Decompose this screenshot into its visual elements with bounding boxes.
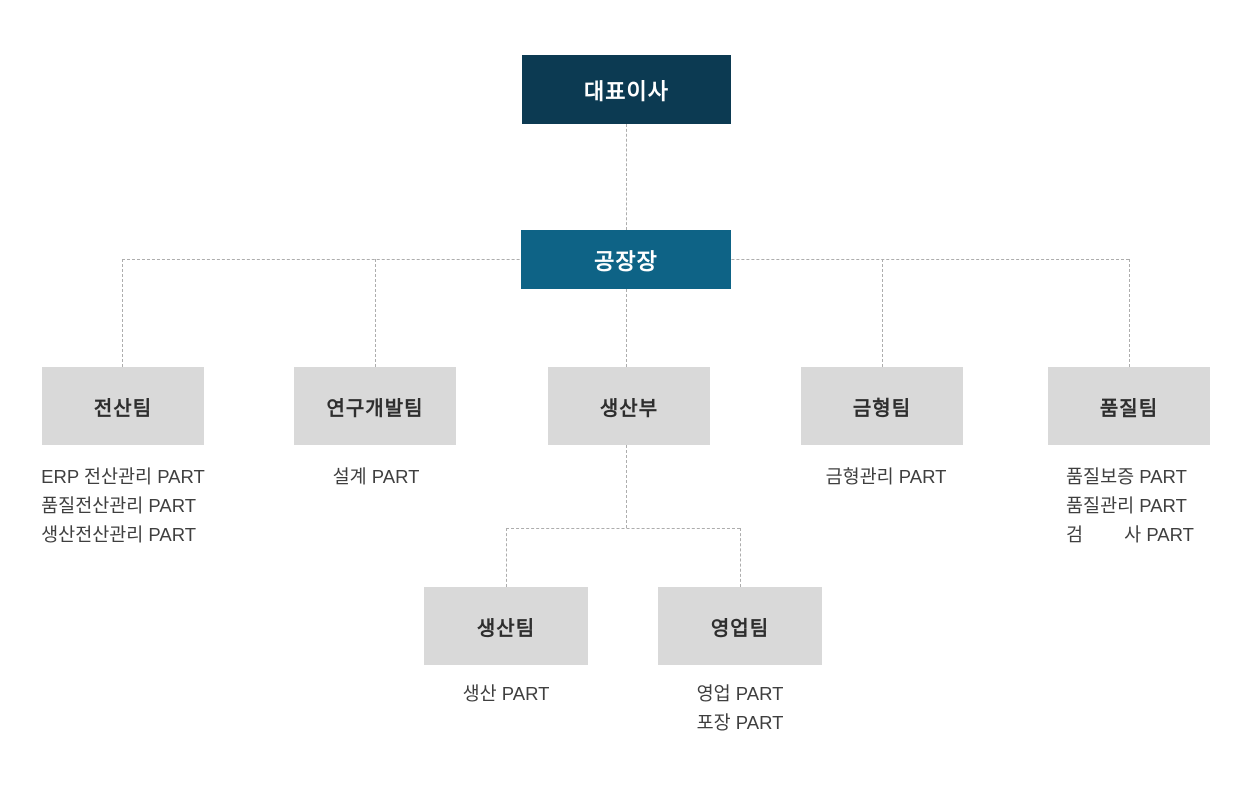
connector-drop-computing xyxy=(122,259,123,367)
part-list-computing: ERP 전산관리 PART 품질전산관리 PART 생산전산관리 PART xyxy=(41,462,205,549)
connector-production-down xyxy=(626,445,627,528)
part-item: 품질전산관리 PART xyxy=(41,495,197,516)
part-list-rnd: 설계 PART xyxy=(333,462,420,491)
dept-label: 금형팀 xyxy=(852,397,912,420)
part-list-mold: 금형관리 PART xyxy=(826,462,947,491)
subteam-box-production: 생산팀 xyxy=(424,587,588,665)
part-item: 생산 PART xyxy=(462,683,550,704)
part-item: 품질보증 PART xyxy=(1066,466,1187,487)
dept-label: 품질팀 xyxy=(1099,397,1159,420)
part-item: 생산전산관리 PART xyxy=(41,524,197,545)
part-item: 설계 PART xyxy=(332,466,420,487)
part-list-quality: 품질보증 PART 품질관리 PART 검 사 PART xyxy=(1066,462,1194,549)
part-item: 품질관리 PART xyxy=(1066,495,1187,516)
part-item: ERP 전산관리 PART xyxy=(41,466,205,487)
connector-sub-horizontal xyxy=(506,528,740,529)
connector-drop-mold xyxy=(882,259,883,367)
dept-label: 전산팀 xyxy=(93,397,153,420)
dept-label: 연구개발팀 xyxy=(326,397,424,420)
part-item: 금형관리 PART xyxy=(825,466,947,487)
subteam-label: 생산팀 xyxy=(476,617,536,640)
connector-drop-sales-team xyxy=(740,528,741,587)
dept-box-production: 생산부 xyxy=(548,367,710,445)
part-list-sales-team: 영업 PART 포장 PART xyxy=(697,679,784,737)
part-item: 영업 PART xyxy=(696,683,784,704)
subteam-label: 영업팀 xyxy=(710,617,770,640)
factory-manager-box: 공장장 xyxy=(521,230,731,289)
part-item: 포장 PART xyxy=(696,712,784,733)
dept-label: 생산부 xyxy=(599,397,659,420)
subteam-box-sales: 영업팀 xyxy=(658,587,822,665)
connector-drop-rnd xyxy=(375,259,376,367)
part-list-production-team: 생산 PART xyxy=(463,679,550,708)
dept-box-quality: 품질팀 xyxy=(1048,367,1210,445)
ceo-box: 대표이사 xyxy=(522,55,731,124)
dept-box-rnd: 연구개발팀 xyxy=(294,367,456,445)
ceo-label: 대표이사 xyxy=(584,78,669,104)
part-item: 검 사 PART xyxy=(1066,524,1194,545)
connector-drop-quality xyxy=(1129,259,1130,367)
factory-manager-label: 공장장 xyxy=(594,248,658,274)
dept-box-mold: 금형팀 xyxy=(801,367,963,445)
dept-box-computing: 전산팀 xyxy=(42,367,204,445)
connector-drop-production-team xyxy=(506,528,507,587)
connector-manager-to-production xyxy=(626,289,627,367)
connector-ceo-to-manager xyxy=(626,124,627,230)
